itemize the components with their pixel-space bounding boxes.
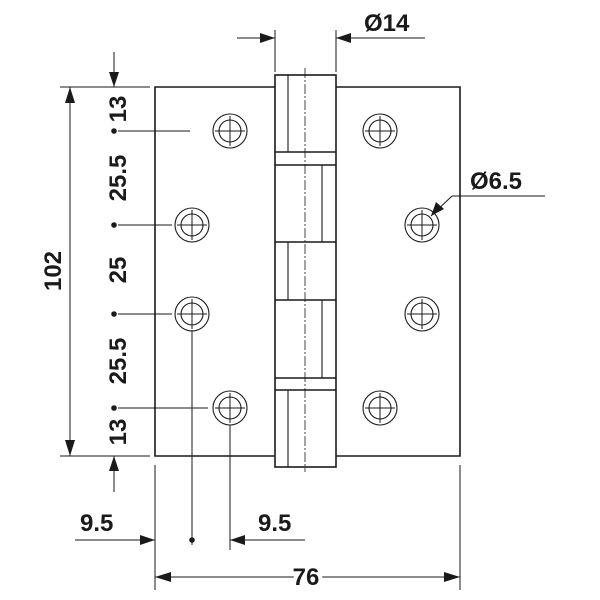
left-leaf	[154, 86, 275, 457]
top-margin-label: 13	[105, 96, 132, 123]
bottom-margin-label: 13	[105, 419, 132, 446]
screw-hole	[174, 207, 210, 243]
left-offset-label: 9.5	[80, 510, 113, 537]
screw-hole	[404, 296, 440, 332]
hole-diameter-leader	[430, 195, 545, 217]
right-offset-label: 9.5	[258, 510, 291, 537]
total-width-label: 76	[293, 564, 320, 591]
hinge-barrel	[274, 68, 337, 472]
extension-lines	[60, 30, 461, 590]
pin-diameter-dimension	[237, 33, 425, 43]
right-leaf	[336, 86, 461, 457]
total-height-label: 102	[40, 251, 67, 291]
overall-height-dimension	[65, 87, 75, 456]
screw-hole	[174, 296, 210, 332]
spacing-lower-label: 25.5	[105, 338, 132, 385]
screw-hole	[212, 390, 248, 426]
hole-diameter-label: Ø6.5	[470, 168, 522, 195]
vertical-dimension-chain	[109, 52, 119, 492]
spacing-middle-label: 25	[105, 257, 132, 284]
screw-hole	[404, 207, 440, 243]
pin-diameter-label: Ø14	[364, 10, 410, 37]
screw-hole	[362, 390, 398, 426]
left-offset-dimension	[75, 535, 195, 545]
screw-hole	[212, 113, 248, 149]
screw-hole	[362, 113, 398, 149]
total-width-dimension	[155, 572, 460, 582]
right-offset-dimension	[230, 535, 305, 545]
spacing-upper-label: 25.5	[105, 155, 132, 202]
